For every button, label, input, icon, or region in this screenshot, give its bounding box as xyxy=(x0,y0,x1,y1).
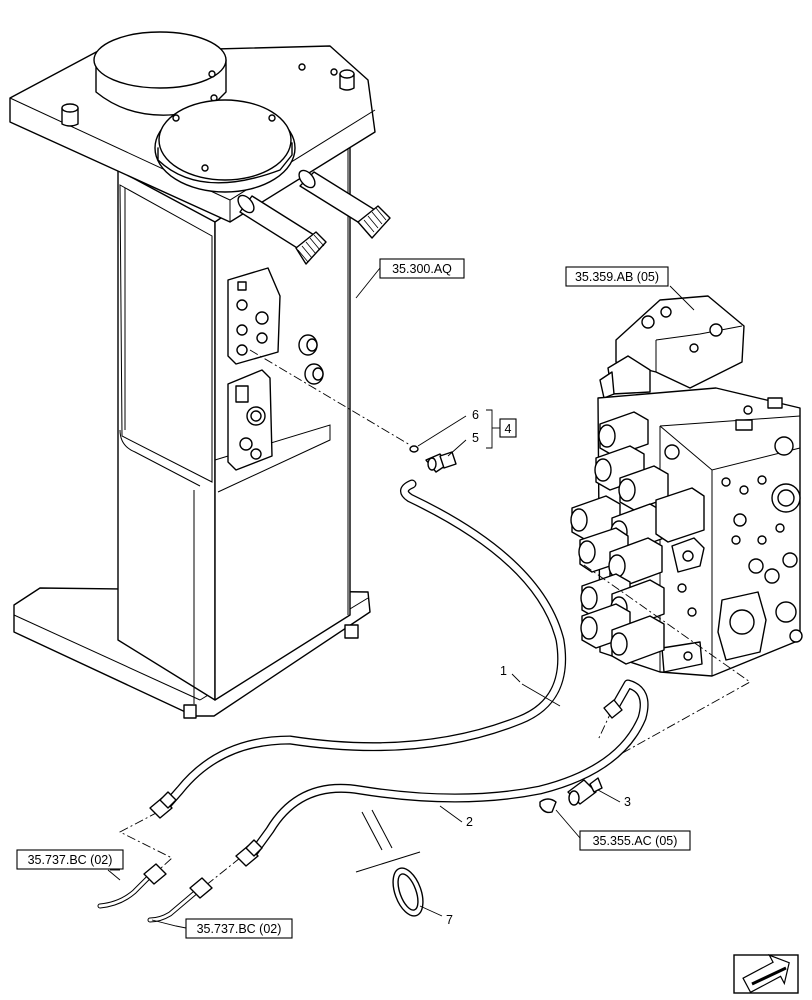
ref-valve-label: 35.359.AB (05) xyxy=(575,270,659,284)
callout-5[interactable]: 5 xyxy=(447,431,479,457)
ref-fitting[interactable]: 35.355.AC (05) xyxy=(555,809,691,851)
control-valve xyxy=(570,295,803,677)
pilot-wires xyxy=(97,863,213,923)
callout-1[interactable]: 1 xyxy=(500,664,561,707)
callout-3-label: 3 xyxy=(624,795,631,809)
ref-pilot-2[interactable]: 35.737.BC (02) xyxy=(151,918,293,939)
callout-kit-4[interactable]: 4 xyxy=(486,409,517,449)
ref-pilot-1[interactable]: 35.737.BC (02) xyxy=(16,849,124,881)
ref-pilot-2-label: 35.737.BC (02) xyxy=(197,922,282,936)
callout-1-label: 1 xyxy=(500,664,507,678)
clamp-7 xyxy=(392,867,424,917)
hose-1 xyxy=(149,479,567,819)
callout-3[interactable]: 3 xyxy=(597,789,631,809)
hose-2 xyxy=(235,679,649,867)
callout-2[interactable]: 2 xyxy=(439,805,473,829)
callout-6-label: 6 xyxy=(472,408,479,422)
callout-2-label: 2 xyxy=(466,815,473,829)
ref-pilot-1-label: 35.737.BC (02) xyxy=(28,853,113,867)
callout-5-label: 5 xyxy=(472,431,479,445)
callout-7-label: 7 xyxy=(446,913,453,927)
ref-fitting-label: 35.355.AC (05) xyxy=(593,834,678,848)
elbow-fitting-5 xyxy=(425,451,457,473)
hydraulic-tank xyxy=(9,31,391,719)
fitting-3 xyxy=(539,777,603,814)
ref-tank-label: 35.300.AQ xyxy=(392,262,452,276)
callout-6[interactable]: 6 xyxy=(417,408,479,447)
direction-arrow-icon[interactable] xyxy=(733,949,799,1000)
ref-valve[interactable]: 35.359.AB (05) xyxy=(565,266,695,311)
o-ring-6 xyxy=(409,445,419,453)
callout-7[interactable]: 7 xyxy=(419,905,453,927)
callout-4-label: 4 xyxy=(505,422,512,436)
ref-tank[interactable]: 35.300.AQ xyxy=(355,258,465,299)
